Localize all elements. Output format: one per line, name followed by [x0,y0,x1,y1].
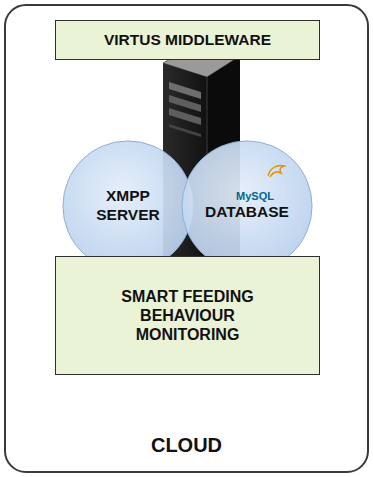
text-group: SMART FEEDING BEHAVIOUR MONITORING [105,287,270,345]
text-group: MySQLDATABASE [181,140,313,272]
middleware-box: VIRTUS MIDDLEWARE [55,20,320,60]
box-title: SMART FEEDING BEHAVIOUR MONITORING [105,287,270,345]
text-column: XMPP SERVER [80,187,176,224]
text-group: XMPP SERVER [62,140,194,272]
database-circle: MySQLDATABASE [181,140,313,272]
server-circle: XMPP SERVER [62,140,194,272]
text-column: VIRTUS MIDDLEWARE [104,31,271,50]
server-front [163,63,207,302]
server-side [207,56,240,302]
text-group: CLOUD [151,433,222,457]
logo-text: MySQL [236,190,274,203]
drive-bay [169,82,201,99]
text-column: MySQLDATABASE [205,190,289,222]
drive-bay [169,124,201,137]
server-edge [207,77,208,302]
dolphin-logo [268,165,284,177]
circle-label: DATABASE [205,203,289,222]
circle-label: XMPP SERVER [80,187,176,224]
text-column: SMART FEEDING BEHAVIOUR MONITORING [105,287,270,345]
text-group: VIRTUS MIDDLEWARE [104,31,271,50]
application-box: SMART FEEDING BEHAVIOUR MONITORING [55,256,320,375]
server-top [163,44,240,77]
drive-bay [169,108,201,125]
drive-bay [169,95,201,112]
box-title: VIRTUS MIDDLEWARE [104,31,271,50]
cloud-frame: CLOUD VIRTUS MIDDLEWARE XMPP SERVER MySQLDA… [4,4,369,473]
circle-outline [182,141,312,271]
circle-outline [63,141,193,271]
region-label: CLOUD [151,433,222,457]
